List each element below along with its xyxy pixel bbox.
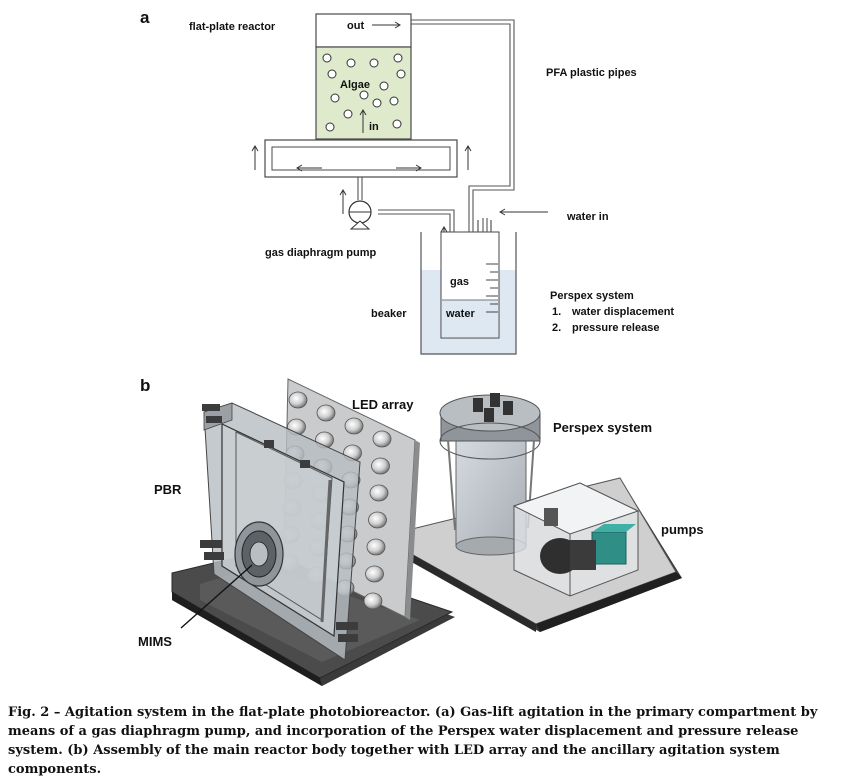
led-light	[288, 391, 308, 409]
mims-pointer-line	[180, 564, 253, 629]
led-array-label: LED array	[352, 397, 414, 412]
panel-b-letter: b	[140, 376, 150, 395]
led-light	[368, 511, 387, 529]
perspex-item-2-number: 2.	[552, 322, 561, 334]
panel-a-schematic: a flat-plate reactor out Algae in	[140, 8, 674, 355]
figure: a flat-plate reactor out Algae in	[138, 8, 704, 686]
algae-bubbles	[322, 53, 406, 132]
perspex-system-title: Perspex system	[550, 290, 634, 302]
gas-manifold-inner	[271, 146, 451, 171]
caption-text: Agitation system in the flat-plate photo…	[8, 705, 818, 777]
out-arrow	[372, 21, 401, 29]
panel-a-letter: a	[140, 8, 150, 27]
gas-diaphragm-pump	[348, 200, 372, 230]
reactor-label: flat-plate reactor	[189, 21, 276, 33]
manifold-arrows	[251, 145, 472, 172]
in-label: in	[369, 121, 379, 133]
led-light	[365, 565, 384, 583]
pump-enclosure	[512, 482, 640, 597]
mims-label: MIMS	[138, 634, 172, 649]
in-arrow	[359, 109, 367, 133]
led-light	[316, 404, 336, 422]
led-light	[372, 430, 392, 448]
water-label: water	[445, 308, 475, 320]
led-light	[344, 417, 364, 435]
led-light	[366, 538, 386, 556]
perspex-item-2-text: pressure release	[572, 322, 659, 334]
caption-fig-label: Fig. 2 –	[8, 705, 61, 720]
perspex-system-label: Perspex system	[553, 420, 652, 435]
led-light	[371, 457, 390, 475]
panel-b-render: b	[138, 376, 704, 686]
beaker-label: beaker	[371, 308, 407, 320]
beaker	[420, 231, 517, 355]
pbr-body	[200, 402, 361, 661]
led-light	[369, 484, 389, 502]
out-label: out	[347, 20, 364, 32]
pumps-label: pumps	[661, 522, 704, 537]
pump-label: gas diaphragm pump	[265, 247, 377, 259]
gas-label: gas	[450, 276, 469, 288]
algae-label: Algae	[340, 79, 370, 91]
pipes-label: PFA plastic pipes	[546, 67, 637, 79]
gas-manifold	[264, 139, 458, 178]
pbr-label: PBR	[154, 482, 182, 497]
water-in-label: water in	[566, 211, 609, 223]
reactor-headspace	[315, 13, 412, 48]
perspex-item-1-text: water displacement	[571, 306, 674, 318]
perspex-item-1-number: 1.	[552, 306, 561, 318]
led-light	[363, 592, 383, 610]
